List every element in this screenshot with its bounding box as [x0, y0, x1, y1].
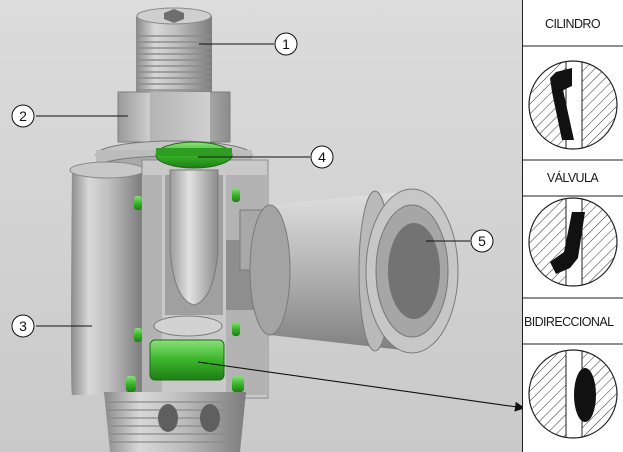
callout-5-circle: [470, 229, 494, 253]
callout-1-number: 1: [282, 36, 290, 52]
check-seal: [149, 339, 225, 381]
callout-1: 1: [274, 32, 298, 56]
screw-threads: [137, 35, 211, 97]
callout-2-number: 2: [19, 108, 27, 124]
callout-3-number: 3: [19, 318, 27, 334]
callout-5: 5: [470, 229, 494, 253]
hex-socket: [164, 9, 184, 23]
label-valvula: VÁLVULA: [546, 171, 599, 185]
needle-piston: [169, 169, 219, 306]
callout-4-number: 4: [318, 149, 326, 165]
callout-3-circle: [11, 314, 35, 338]
label-cilindro: CILINDRO: [545, 17, 601, 31]
nut-cut-face: [150, 92, 210, 142]
callout-4: 4: [310, 145, 334, 169]
callout-5-number: 5: [478, 233, 486, 249]
callout-2: 2: [11, 104, 35, 128]
detail-arrow: [197, 361, 525, 412]
valve-seat: [153, 315, 223, 337]
callout-4-circle: [310, 145, 334, 169]
label-bidireccional: BIDIRECCIONAL: [524, 315, 614, 329]
callout-3: 3: [11, 314, 35, 338]
main-body: [71, 168, 142, 395]
callout-2-circle: [11, 104, 35, 128]
detail-cilindro-figure: [528, 60, 618, 150]
detail-panel: [522, 0, 623, 452]
valve-illustration: [69, 7, 459, 452]
bottom-ports: [158, 404, 220, 432]
small-seals: [126, 188, 244, 392]
push-in-fitting: [239, 188, 459, 354]
adjusting-screw: [136, 12, 212, 104]
callout-1-circle: [274, 32, 298, 56]
detail-bidireccional-figure: [528, 349, 618, 439]
fitting-bore: [388, 223, 440, 319]
callout-leaders: [36, 43, 470, 327]
detail-valvula-figure: [528, 197, 618, 287]
